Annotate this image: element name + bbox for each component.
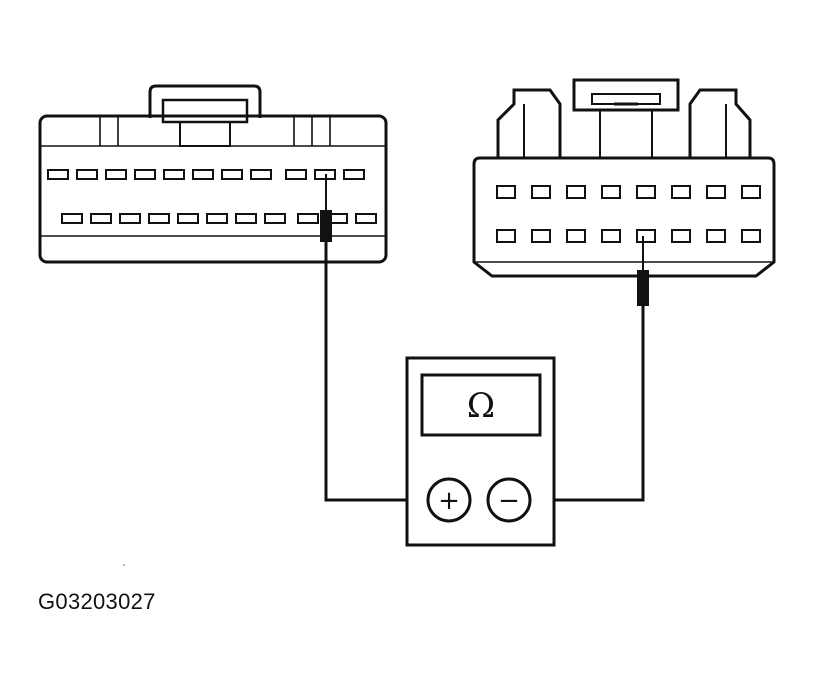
right-connector-top-pins <box>496 185 761 199</box>
right-connector-body <box>472 156 776 278</box>
left-connector-top-pins <box>47 169 365 180</box>
left-connector-bottom-pins <box>61 213 377 224</box>
positive-terminal-label: + <box>438 486 460 516</box>
left-connector-latch <box>148 84 262 118</box>
left-connector <box>38 84 388 264</box>
positive-probe-tip <box>320 210 332 242</box>
negative-probe-lead <box>531 236 649 502</box>
right-connector-latch <box>572 78 680 112</box>
negative-terminal-label: − <box>498 486 520 516</box>
right-connector <box>472 78 776 278</box>
left-connector-body <box>38 114 388 264</box>
ohm-symbol: Ω <box>467 386 495 426</box>
ohmmeter-display <box>420 373 542 437</box>
ohmmeter: Ω + − <box>405 356 556 547</box>
left-connector-latch-window <box>161 98 249 124</box>
positive-terminal <box>426 477 472 523</box>
right-connector-bottom-pins <box>496 229 761 243</box>
stray-dot <box>123 564 125 566</box>
negative-terminal <box>486 477 532 523</box>
figure-id: G03203027 <box>38 589 156 614</box>
negative-probe-tip <box>637 270 649 306</box>
right-connector-left-ear <box>496 88 562 158</box>
right-connector-right-ear <box>688 88 752 158</box>
positive-probe-lead <box>320 174 428 502</box>
